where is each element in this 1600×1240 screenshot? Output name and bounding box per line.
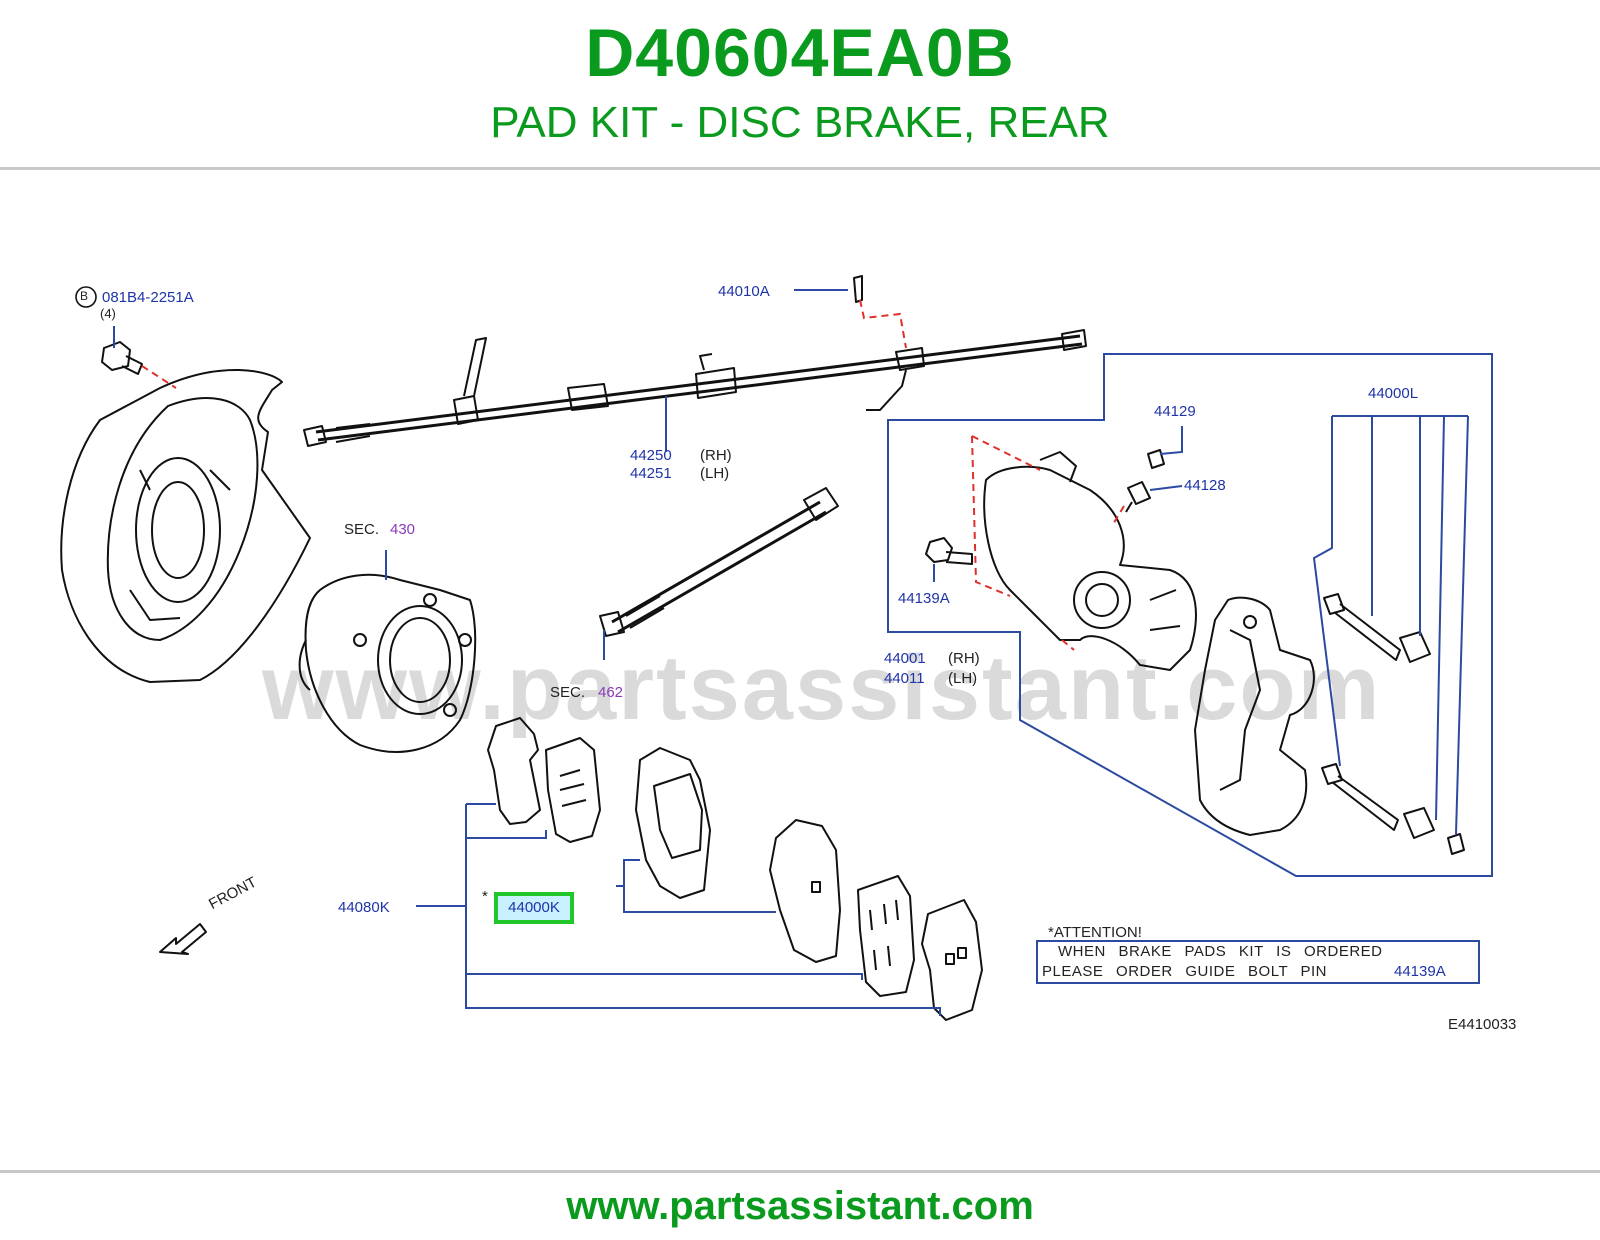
page-header: D40604EA0B PAD KIT - DISC BRAKE, REAR xyxy=(0,0,1600,168)
brake-cable-drawing xyxy=(303,275,1087,447)
wheel-hub-drawing xyxy=(298,573,477,753)
parts-diagram: www.partsassistant.com xyxy=(0,170,1600,1170)
attention-line-2: PLEASE ORDER GUIDE BOLT PIN xyxy=(1042,963,1328,980)
bolt-44139a-drawing xyxy=(925,537,973,565)
red-leaders xyxy=(141,299,1125,651)
callout-44250[interactable]: 44250 xyxy=(630,447,672,464)
callout-sec-462-prefix: SEC. xyxy=(550,684,586,701)
callout-44000k-star: * xyxy=(482,888,488,905)
callout-44128[interactable]: 44128 xyxy=(1184,477,1226,494)
brake-hose-drawing xyxy=(599,487,839,637)
blue-leaders xyxy=(113,289,1493,1016)
bolt-b-drawing xyxy=(101,341,143,375)
bolt-b-marker-circle xyxy=(75,286,97,308)
callout-44001[interactable]: 44001 xyxy=(884,650,926,667)
callout-sec-430[interactable]: 430 xyxy=(390,521,416,538)
caliper-bracket-drawing xyxy=(1194,596,1315,836)
attention-box xyxy=(1036,940,1480,984)
callout-44251-side: (LH) xyxy=(700,465,730,482)
figure-code: E4410033 xyxy=(1448,1016,1517,1033)
callout-44000k[interactable]: 44000K xyxy=(508,899,560,916)
attention-part-44139a[interactable]: 44139A xyxy=(1394,963,1446,980)
callout-bolt-qty: (4) xyxy=(100,306,116,321)
attention-title: *ATTENTION! xyxy=(1048,924,1142,941)
part-number-title: D40604EA0B xyxy=(585,15,1015,91)
callout-44001-side: (RH) xyxy=(948,650,980,667)
front-arrow-drawing xyxy=(159,923,207,955)
callout-44000l[interactable]: 44000L xyxy=(1368,385,1419,402)
callout-081b4-2251a[interactable]: 081B4-2251A xyxy=(102,289,194,306)
watermark: www.partsassistant.com xyxy=(262,637,1382,739)
callout-44010a[interactable]: 44010A xyxy=(718,283,770,300)
caliper-drawing xyxy=(983,451,1197,671)
callout-44080k[interactable]: 44080K xyxy=(338,899,390,916)
attention-line-1: WHEN BRAKE PADS KIT IS ORDERED xyxy=(1058,943,1383,960)
callout-44250-side: (RH) xyxy=(700,447,732,464)
guide-pins-drawing xyxy=(1321,593,1465,855)
callout-44139a[interactable]: 44139A xyxy=(898,590,950,607)
callout-44000k-highlight[interactable]: 44000K xyxy=(494,892,574,924)
diagram-drawing xyxy=(60,275,1493,1021)
callout-44011[interactable]: 44011 xyxy=(884,670,925,687)
header-divider xyxy=(0,167,1600,170)
backing-plate-drawing xyxy=(60,369,311,683)
bleeder-drawing xyxy=(1125,449,1165,513)
part-description: PAD KIT - DISC BRAKE, REAR xyxy=(490,98,1110,147)
callout-44251[interactable]: 44251 xyxy=(630,465,672,482)
callout-44011-side: (LH) xyxy=(948,670,978,687)
pad-kit-drawing xyxy=(487,717,983,1021)
footer-website-link[interactable]: www.partsassistant.com xyxy=(566,1184,1034,1228)
footer-divider xyxy=(0,1170,1600,1173)
callout-sec-430-prefix: SEC. xyxy=(344,521,380,538)
bolt-b-letter: B xyxy=(80,289,89,303)
callout-sec-462[interactable]: 462 xyxy=(598,684,624,701)
callout-44129[interactable]: 44129 xyxy=(1154,403,1196,420)
